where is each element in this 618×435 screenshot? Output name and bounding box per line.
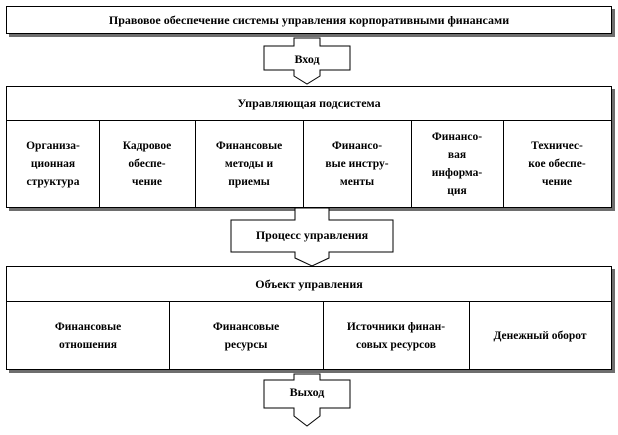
output-arrow-label: Выход xyxy=(289,385,325,399)
subsystem-cell-2: Кадровое обеспе- чение xyxy=(122,140,172,188)
subsystem-cell-4: Финансо- вые инстру- менты xyxy=(325,140,389,188)
management-object-title: Объект управления xyxy=(255,277,363,291)
legal-framework-title: Правовое обеспечение системы управления … xyxy=(108,13,510,27)
subsystem-cell-1: Организа- ционная структура xyxy=(26,140,80,188)
subsystem-cell-separator xyxy=(303,121,304,207)
input-arrow xyxy=(263,37,351,85)
legal-framework-box: Правовое обеспечение системы управления … xyxy=(6,6,612,34)
object-cell-3: Источники финан- совых ресурсов xyxy=(346,320,446,351)
object-cell-2: Финансовые ресурсы xyxy=(212,320,280,351)
subsystem-cell-5: Финансо- вая информа- ция xyxy=(431,131,483,197)
management-subsystem-box: Управляющая подсистема Организа- ционная… xyxy=(6,86,612,208)
subsystem-cell-separator xyxy=(99,121,100,207)
object-cell-separator xyxy=(323,302,324,369)
object-cell-1: Финансовые отношения xyxy=(54,320,122,351)
object-cell-separator xyxy=(469,302,470,369)
output-arrow xyxy=(263,373,351,427)
management-subsystem-title: Управляющая подсистема xyxy=(237,96,381,110)
object-cell-4: Денежный оборот xyxy=(493,329,587,342)
process-arrow-label: Процесс управления xyxy=(255,228,369,242)
management-subsystem-row: Организа- ционная структура Кадровое обес… xyxy=(7,121,611,207)
process-arrow xyxy=(230,207,394,267)
management-object-row: Финансовые отношения Финансовые ресурсы Ис… xyxy=(7,302,611,369)
subsystem-cell-3: Финансовые методы и приемы xyxy=(215,140,283,188)
subsystem-cell-6: Техничес- кое обеспе- чение xyxy=(528,140,586,188)
management-object-divider xyxy=(7,301,611,302)
subsystem-cell-separator xyxy=(195,121,196,207)
input-arrow-label: Вход xyxy=(294,52,320,66)
subsystem-cell-separator xyxy=(411,121,412,207)
management-subsystem-divider xyxy=(7,120,611,121)
subsystem-cell-separator xyxy=(503,121,504,207)
object-cell-separator xyxy=(169,302,170,369)
